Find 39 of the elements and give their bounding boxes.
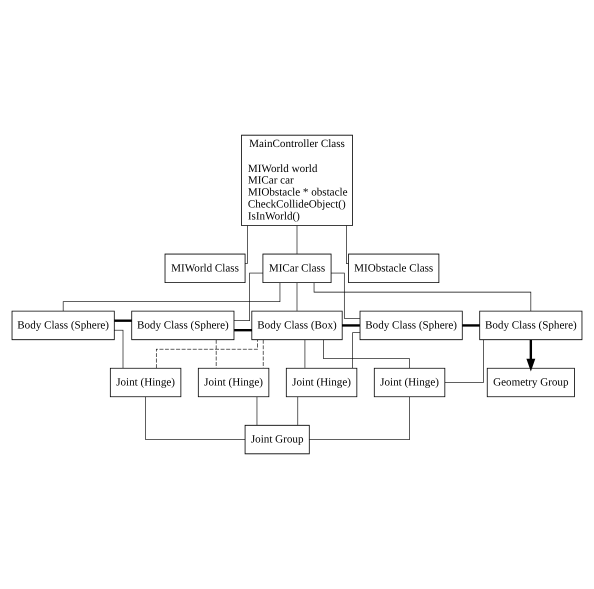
connector — [256, 396, 258, 426]
node-box: MIObstacle Class — [348, 254, 440, 283]
connector — [296, 225, 298, 254]
connector — [244, 225, 248, 264]
connector — [114, 319, 132, 322]
node-box: MIWorld Class — [164, 254, 246, 283]
node-box: MainController Class MIWorld world MICar car MIObstacle * obstacle CheckCollideObject() IsInWorld() — [241, 134, 353, 226]
connector — [234, 328, 252, 332]
connector — [234, 272, 264, 321]
connector — [262, 340, 264, 368]
connector — [314, 282, 532, 312]
connector — [156, 339, 258, 368]
connector — [323, 339, 410, 368]
node-box: Joint (Hinge) — [374, 368, 446, 398]
connector — [352, 332, 360, 368]
node-box: Joint Group — [244, 424, 310, 454]
node-box: Joint (Hinge) — [286, 368, 358, 398]
connector — [346, 225, 349, 264]
connector — [444, 340, 484, 383]
connector — [342, 324, 360, 327]
connector — [296, 282, 298, 312]
connector — [297, 396, 298, 426]
connector — [304, 340, 306, 368]
connector — [330, 272, 360, 319]
node-box: Body Class (Sphere) — [479, 310, 582, 340]
node-box: Geometry Group — [486, 368, 575, 398]
node-box: Body Class (Sphere) — [131, 310, 234, 340]
node-box: Body Class (Sphere) — [12, 310, 115, 340]
connector — [462, 324, 480, 327]
connector — [309, 396, 410, 440]
node-box: Joint (Hinge) — [110, 368, 182, 398]
connector — [62, 282, 280, 312]
connector — [145, 396, 246, 440]
node-box: Body Class (Sphere) — [360, 310, 463, 340]
arrow — [526, 340, 536, 372]
node-box: Body Class (Box) — [251, 310, 343, 340]
node-box: Joint (Hinge) — [198, 368, 270, 398]
connector — [114, 330, 124, 369]
node-box: MICar Class — [262, 254, 332, 283]
